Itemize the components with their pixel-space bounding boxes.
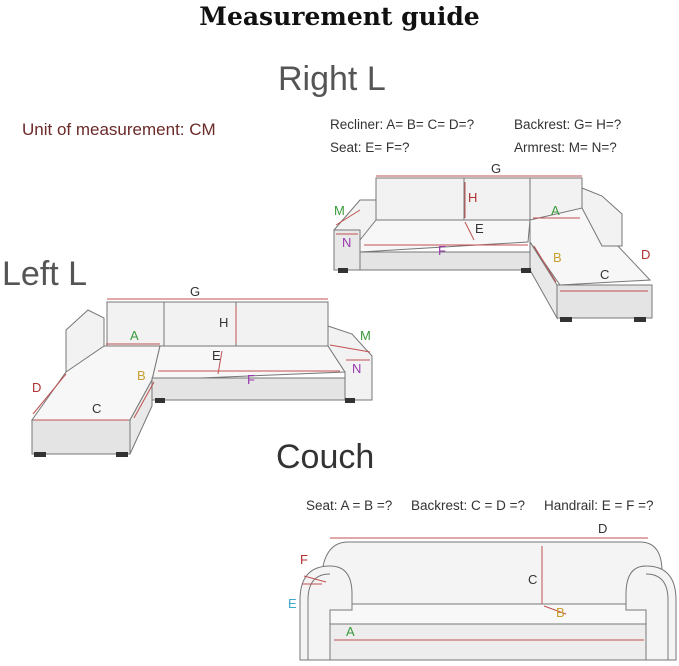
left-l-arm — [327, 325, 373, 401]
label-d: D — [32, 380, 41, 395]
label-e: E — [475, 221, 484, 236]
right-l-backrest: Backrest: G= H=? — [514, 117, 622, 132]
left-l-back-cushion — [106, 301, 165, 347]
right-l-back-arm — [581, 187, 623, 247]
right-l-sofa — [333, 177, 653, 320]
couch-right-arm-piping — [645, 573, 669, 660]
label-d: D — [598, 521, 607, 536]
label-m: M — [334, 203, 345, 218]
label-c: C — [92, 401, 101, 416]
couch-back — [321, 541, 663, 611]
left-l-sofa — [31, 301, 373, 455]
label-n: N — [352, 361, 361, 376]
couch-left-arm-piping — [307, 573, 331, 660]
label-f: F — [300, 552, 308, 567]
left-l-measure-lines — [32, 298, 371, 421]
label-m: M — [360, 328, 371, 343]
label-f: F — [247, 372, 255, 387]
line-b — [543, 605, 567, 615]
label-b: B — [556, 605, 565, 620]
label-d: D — [641, 247, 650, 262]
couch-labels: D C B A F E — [288, 521, 607, 639]
right-l-armrest: Armrest: M= N=? — [514, 140, 617, 155]
label-n: N — [342, 235, 351, 250]
couch-right-arm — [625, 565, 677, 661]
couch-seat-cushion — [329, 603, 647, 627]
label-a: A — [551, 203, 560, 218]
line-b — [133, 381, 155, 419]
left-l-feet — [34, 398, 355, 457]
label-g: G — [491, 161, 501, 176]
right-l-seat-front — [359, 251, 533, 271]
right-l-chaise-front — [556, 284, 653, 319]
line-m — [335, 209, 361, 226]
couch-base — [309, 623, 671, 661]
label-a: A — [346, 624, 355, 639]
label-f: F — [438, 243, 446, 258]
unit-label: Unit of measurement: CM — [22, 120, 216, 139]
left-l-labels: G H E F A B C D M N — [32, 284, 371, 416]
page-title: Measurement guide — [199, 2, 480, 31]
label-e: E — [212, 348, 221, 363]
foot — [521, 268, 531, 273]
couch-heading: Couch — [276, 438, 375, 476]
right-l-seat — [359, 219, 531, 253]
right-l-measure-lines — [335, 175, 648, 292]
foot — [34, 452, 46, 457]
couch-backrest: Backrest: C = D =? — [411, 498, 526, 513]
left-l-chaise-side — [129, 379, 153, 455]
label-a: A — [130, 328, 139, 343]
couch-sofa — [299, 541, 677, 661]
label-c: C — [528, 572, 537, 587]
line-e — [217, 350, 223, 375]
label-c: C — [600, 267, 609, 282]
right-l-recliner: Recliner: A= B= C= D=? — [330, 117, 475, 132]
foot — [338, 268, 348, 273]
right-l-heading: Right L — [278, 60, 386, 98]
right-l-arm-front — [333, 229, 361, 271]
label-h: H — [468, 190, 477, 205]
foot — [345, 398, 355, 403]
couch-handrail: Handrail: E = F =? — [544, 498, 654, 513]
right-l-chaise — [529, 207, 652, 286]
right-l-chaise-side — [529, 240, 558, 320]
label-e: E — [288, 596, 297, 611]
left-l-chaise-front — [31, 419, 131, 455]
left-l-back-cushion — [235, 301, 329, 347]
right-l-back-cushion — [375, 177, 465, 221]
foot — [116, 452, 128, 457]
couch-seat: Seat: A = B =? — [306, 498, 393, 513]
line-b — [533, 245, 557, 283]
foot — [560, 317, 572, 322]
line-m — [329, 344, 371, 353]
right-l-feet — [338, 268, 646, 322]
right-l-labels: G H E F A B C D M N — [334, 161, 650, 282]
line-d — [32, 373, 67, 415]
line-f — [303, 575, 327, 583]
foot — [634, 317, 646, 322]
foot — [155, 398, 165, 403]
label-b: B — [553, 250, 562, 265]
couch-measure-lines — [302, 537, 648, 641]
left-l-back-cushion — [163, 301, 237, 347]
right-l-seat: Seat: E= F=? — [330, 140, 410, 155]
label-b: B — [137, 368, 146, 383]
label-g: G — [190, 284, 200, 299]
left-l-heading: Left L — [2, 255, 88, 293]
label-h: H — [219, 315, 228, 330]
line-e — [464, 221, 475, 241]
